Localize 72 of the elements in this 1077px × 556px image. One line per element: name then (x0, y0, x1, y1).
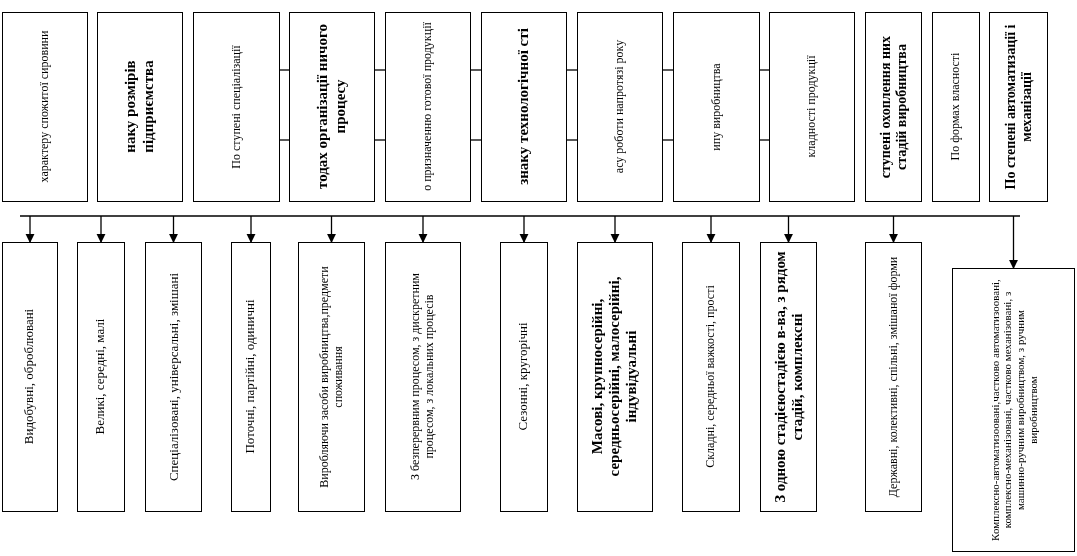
node-label: кладності продукції (804, 55, 819, 158)
arrow (326, 215, 337, 243)
category-box (289, 12, 375, 202)
type-box (298, 242, 365, 512)
connector-line (759, 69, 770, 71)
node-label: асу роботи напротязі року (612, 39, 627, 174)
arrow (418, 215, 428, 243)
node-label: Спеціалізовані, універсальні, змішані (165, 272, 181, 481)
arrow (783, 215, 794, 243)
category-box (989, 12, 1048, 202)
node-label: Складні, середньої важкості, прості (703, 285, 718, 468)
node-label: Виробляючи засоби виробництва,предмети споживання (317, 264, 345, 490)
node-label: характеру спожитої сировини (37, 30, 52, 183)
type-box (577, 242, 653, 512)
connector-line (374, 139, 386, 141)
connector-line (279, 69, 290, 71)
type-box (385, 242, 461, 512)
node-label: З одною стадієюстадією в-ва, з рядом стадій, комплексні (770, 249, 806, 504)
category-box (481, 12, 567, 202)
node-label: Масові, крупносерійні, середньосерійні, малосерійні, індувідуальні (588, 275, 641, 479)
node-label: По ступені спеціалізації (229, 44, 243, 169)
type-box (682, 242, 740, 512)
category-box (97, 12, 183, 202)
node-label: Видобувні, оброблювані (22, 308, 37, 445)
arrow (519, 215, 529, 243)
connector-line (662, 69, 674, 71)
node-label: наку розмірів підприємства (122, 59, 157, 155)
arrow (1008, 215, 1019, 269)
node-label: о призначенню готової продукції (420, 22, 435, 191)
type-box (231, 242, 271, 512)
arrow (246, 215, 256, 243)
node-label: По формах власності (948, 52, 963, 161)
node-label: Великі, середні, малі (93, 318, 108, 435)
connector-line (759, 139, 770, 141)
type-box (865, 242, 922, 512)
connector-line (374, 69, 386, 71)
category-box (865, 12, 922, 202)
node-label: Поточні, партійні, одиничні (243, 299, 258, 454)
node-label: Державні, колективні, спільні, змішаної форми (886, 256, 900, 497)
node-label: По степені автоматизації і механізації (1001, 23, 1035, 191)
node-label: З безперервним процесом, з дискретним процесом, з локальних процесів (408, 272, 437, 482)
node-label: тодах організації ничого процесу (314, 23, 349, 191)
type-box (500, 242, 548, 512)
connector-line (566, 139, 578, 141)
node-label: ступені охоплення них стадій виробництва (876, 34, 910, 180)
connector-line (470, 69, 482, 71)
node-label: ипу виробництва (709, 62, 723, 151)
category-box (932, 12, 980, 202)
node-label: Комплексно-автоматизоовані,частково автоматизоовані, комплексно-механізовані, частково механізовані, з машинно-ручним виробництвом, з ручним виробництвом (987, 277, 1039, 543)
category-box (193, 12, 280, 202)
arrow (25, 215, 35, 243)
category-box (577, 12, 663, 202)
arrow (706, 215, 716, 243)
category-box (385, 12, 471, 202)
connector-line (279, 139, 290, 141)
type-box (77, 242, 125, 512)
connector-line (470, 139, 482, 141)
type-box (145, 242, 202, 512)
connector-line (662, 139, 674, 141)
connector-line (566, 69, 578, 71)
node-label: знаку технологічної сті (514, 28, 532, 185)
arrow (888, 215, 899, 243)
arrow (610, 215, 620, 243)
type-box (2, 242, 58, 512)
arrow (96, 215, 106, 243)
type-box (760, 242, 817, 512)
category-box (673, 12, 760, 202)
node-label: Сезонні, кругорічні (516, 322, 531, 431)
arrow (168, 215, 179, 243)
type-box (952, 268, 1075, 552)
category-box (2, 12, 88, 202)
category-box (769, 12, 855, 202)
